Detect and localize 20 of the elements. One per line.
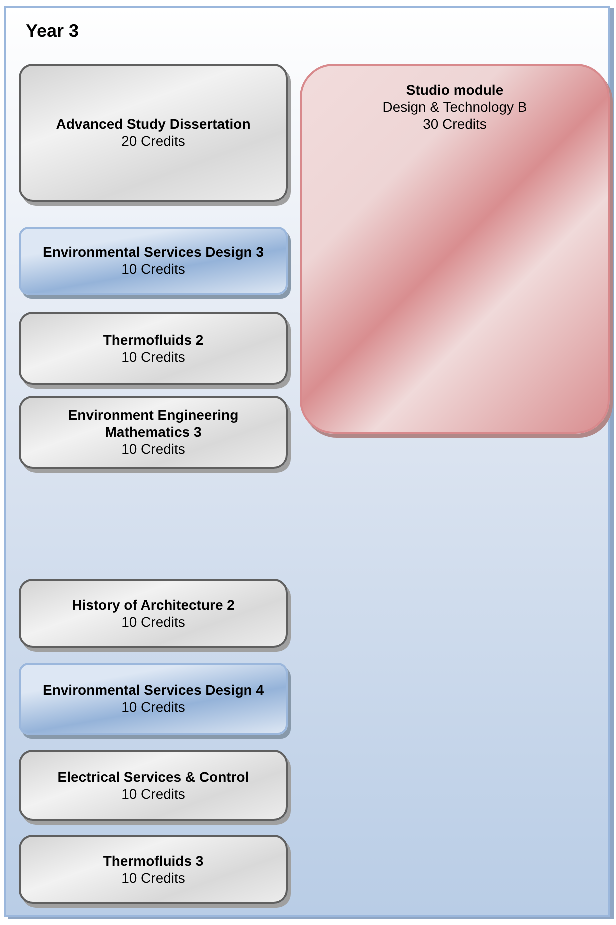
module-detail: 10 Credits — [122, 870, 186, 886]
year-heading: Year 3 — [26, 20, 80, 43]
module-title: Electrical Services & Control — [58, 768, 250, 786]
module-title: Environmental Services Design 4 — [43, 682, 264, 699]
module-title: Environmental Services Design 3 — [43, 244, 264, 261]
module-detail: 10 Credits — [122, 261, 186, 278]
module-title: Studio module — [406, 82, 504, 99]
module-title: Thermofluids 2 — [103, 332, 204, 348]
module-detail: 10 Credits — [122, 786, 186, 802]
module-detail: 20 Credits — [122, 133, 186, 150]
module-title: Thermofluids 3 — [103, 852, 204, 870]
module-title: Advanced Study Dissertation — [56, 116, 251, 133]
module-title: Environment Engineering Mathematics 3 — [67, 407, 240, 441]
module-title: History of Architecture 2 — [72, 596, 235, 614]
module-detail: 10 Credits — [122, 614, 186, 630]
module-detail: Design & Technology B — [382, 99, 528, 116]
module-detail: 10 Credits — [122, 348, 186, 366]
module-detail: 30 Credits — [423, 116, 487, 133]
module-detail: 10 Credits — [122, 699, 186, 716]
module-detail: 10 Credits — [122, 441, 186, 458]
